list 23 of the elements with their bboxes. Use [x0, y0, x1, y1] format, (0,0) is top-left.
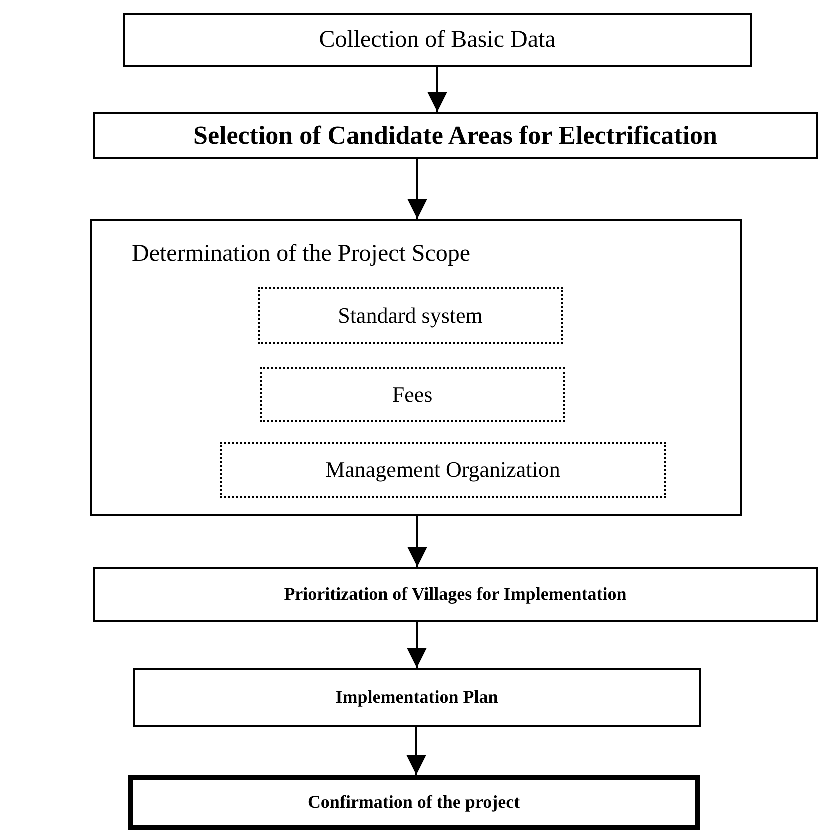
arrow — [407, 622, 427, 668]
arrow — [428, 67, 448, 112]
box-label: Collection of Basic Data — [319, 26, 556, 54]
box-label: Management Organization — [326, 457, 560, 483]
box-label: Confirmation of the project — [308, 792, 520, 813]
box-label: Implementation Plan — [336, 687, 498, 708]
arrow — [406, 727, 426, 775]
group-box — [90, 219, 742, 516]
process-box — [123, 13, 752, 67]
process-box — [133, 668, 701, 727]
arrow — [408, 516, 428, 567]
process-box — [93, 567, 818, 622]
sub-item-box — [260, 367, 565, 422]
sub-item-box — [220, 442, 666, 498]
arrow — [408, 159, 428, 219]
sub-item-box — [258, 287, 563, 344]
box-label: Selection of Candidate Areas for Electrification — [193, 120, 718, 150]
process-box — [128, 775, 700, 830]
box-label: Fees — [392, 382, 433, 408]
box-label: Prioritization of Villages for Implementation — [284, 584, 627, 605]
box-label: Standard system — [338, 302, 483, 328]
process-box — [93, 112, 818, 159]
group-heading: Determination of the Project Scope — [132, 241, 471, 268]
